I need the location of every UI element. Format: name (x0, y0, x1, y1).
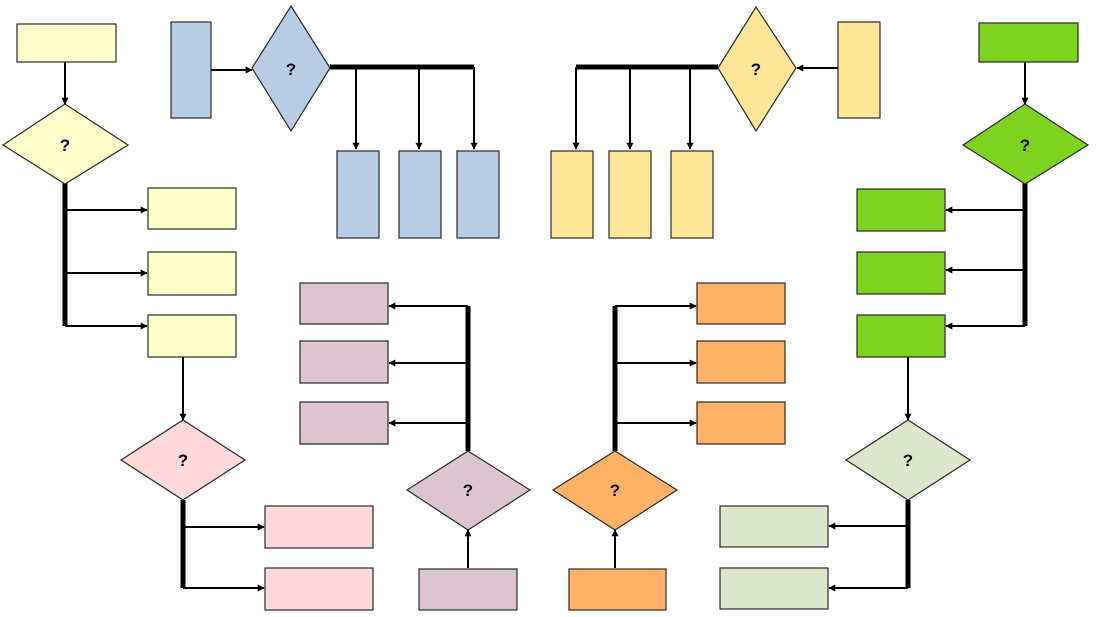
decision-diamond-yellow-light (1, 103, 130, 185)
decision-label-mauve: ? (463, 481, 473, 500)
decision-diamond-yellow (717, 5, 797, 133)
decision-labels: ? ? ? ? ? ? ? ? (60, 60, 1030, 500)
process-box-sage-branch-2 (719, 567, 829, 610)
process-box-yellow-branch-3 (147, 314, 237, 358)
process-box-yellow-start (16, 23, 117, 63)
process-box-blue-start (170, 21, 212, 119)
process-box-pink-branch-2 (264, 567, 374, 611)
process-box-orange-branch-3 (696, 401, 786, 445)
process-box-mauve-branch-3 (299, 401, 389, 445)
process-box-yellow-right-branch-1 (550, 150, 594, 239)
decision-diamond-sage (844, 419, 972, 501)
process-box-green-branch-2 (856, 251, 946, 295)
process-box-yellow-branch-1 (147, 187, 237, 230)
process-box-blue-branch-3 (456, 150, 500, 239)
decision-label-pink: ? (178, 451, 188, 470)
process-box-green-start (978, 22, 1079, 63)
decision-label-orange: ? (610, 481, 620, 500)
process-box-blue-branch-2 (398, 150, 442, 239)
process-box-yellow-start-right (837, 21, 881, 119)
decision-label-blue: ? (286, 60, 296, 79)
process-box-yellow-right-branch-3 (670, 150, 714, 239)
process-box-yellow-right-branch-2 (608, 150, 652, 239)
connectors (61, 62, 1029, 592)
decision-diamond-orange (551, 450, 679, 531)
process-box-pink-branch-1 (264, 505, 374, 549)
decision-diamond-green (961, 103, 1090, 185)
decision-diamond-blue (251, 4, 331, 133)
process-box-green-branch-3 (856, 314, 946, 358)
nodes (1, 4, 1090, 611)
process-box-green-branch-1 (856, 188, 946, 232)
process-box-blue-branch-1 (336, 150, 380, 239)
process-box-orange-start (568, 568, 667, 611)
process-box-orange-branch-2 (696, 340, 786, 384)
decision-label-green: ? (1020, 136, 1030, 155)
process-box-mauve-branch-1 (299, 282, 389, 325)
process-box-mauve-branch-2 (299, 340, 389, 384)
decision-label-yellow-light: ? (60, 136, 70, 155)
decision-label-yellow: ? (751, 60, 761, 79)
process-box-mauve-start (418, 568, 518, 611)
decision-diamond-pink (119, 419, 247, 501)
process-box-yellow-branch-2 (147, 251, 237, 296)
process-box-sage-branch-1 (719, 505, 829, 548)
decision-label-sage: ? (903, 451, 913, 470)
process-box-orange-branch-1 (696, 282, 786, 325)
decision-diamond-mauve (405, 450, 532, 531)
